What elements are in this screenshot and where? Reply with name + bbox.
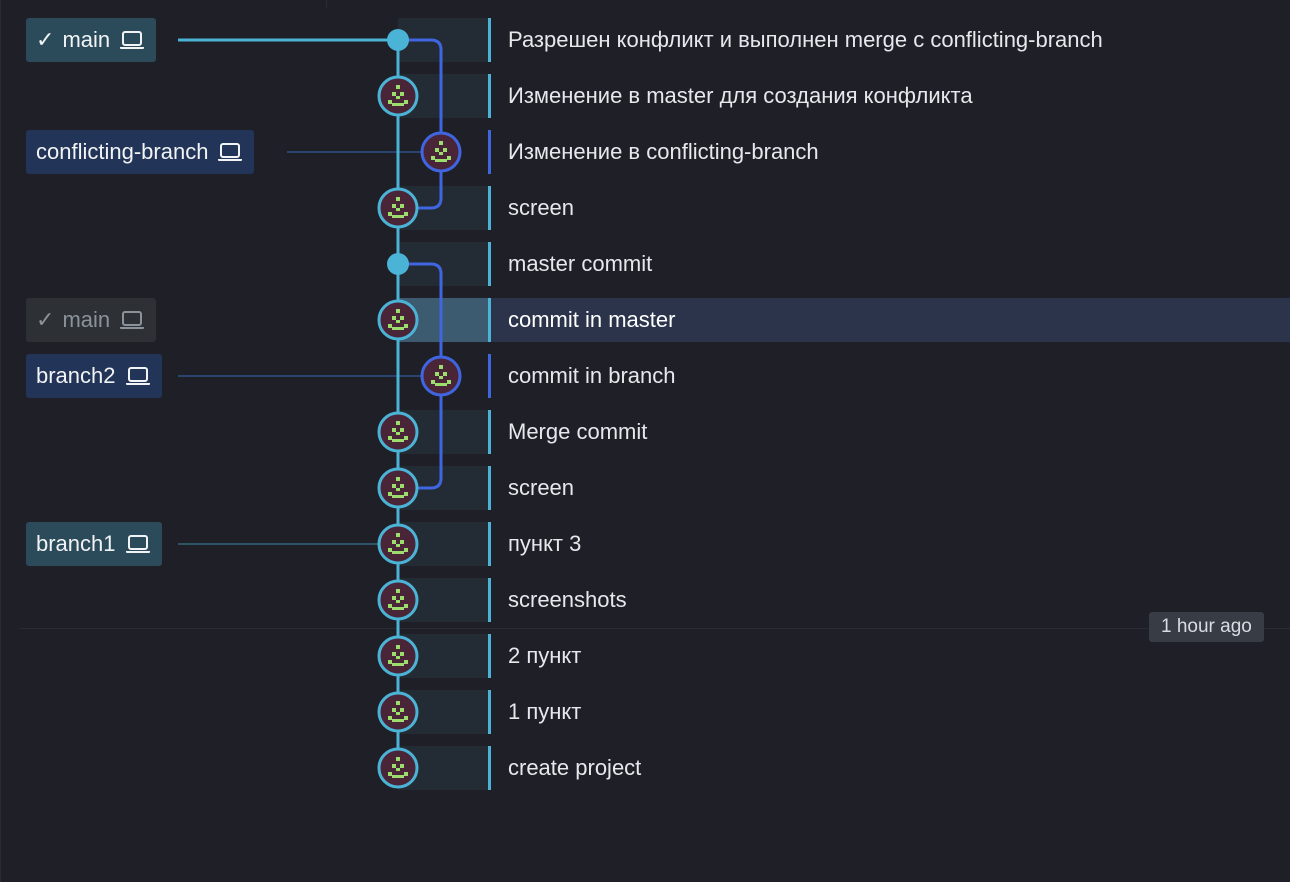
- lane-edge: [488, 522, 491, 566]
- ref-label: main: [62, 27, 111, 52]
- branch-lane: [398, 38, 443, 210]
- avatar-icon: [377, 75, 419, 117]
- lane-edge: [488, 186, 491, 230]
- merge-node: [387, 29, 409, 51]
- commit-row[interactable]: commit in branch: [0, 352, 1290, 408]
- lane-edge: [488, 130, 491, 174]
- laptop-icon: [120, 311, 145, 329]
- commit-row[interactable]: create project: [0, 744, 1290, 800]
- avatar-icon: [377, 691, 419, 733]
- lane-edge: [488, 298, 491, 342]
- commit-row[interactable]: master commit: [0, 240, 1290, 296]
- lane-edge: [488, 634, 491, 678]
- column-divider-left: [0, 0, 1, 882]
- commit-row[interactable]: Разрешен конфликт и выполнен merge с con…: [0, 16, 1290, 72]
- ref-label: conflicting-branch: [36, 139, 209, 164]
- commit-row[interactable]: Изменение в conflicting-branch: [0, 128, 1290, 184]
- commit-message: screen: [508, 195, 575, 220]
- column-divider-top: [326, 0, 327, 8]
- commit-message: screen: [508, 475, 575, 500]
- avatar-icon: [377, 187, 419, 229]
- lane-edge: [488, 410, 491, 454]
- avatar-icon: [377, 411, 419, 453]
- lane-edge: [488, 690, 491, 734]
- commit-message: commit in master: [508, 307, 676, 332]
- commit-message: пункт 3: [508, 531, 582, 556]
- commit-message: Изменение в conflicting-branch: [508, 139, 819, 164]
- avatar-icon: [377, 579, 419, 621]
- lane-edge: [488, 746, 491, 790]
- lane-edge: [488, 578, 491, 622]
- ref-label: main: [62, 307, 111, 332]
- commit-message: Изменение в master для создания конфликт…: [508, 83, 973, 108]
- lane-edge: [488, 354, 491, 398]
- ref-label: branch2: [36, 363, 116, 388]
- avatar-icon: [377, 635, 419, 677]
- merge-node: [387, 253, 409, 275]
- laptop-icon: [125, 535, 150, 553]
- ref-main-checked-out[interactable]: ✓ main: [26, 18, 157, 62]
- commit-row[interactable]: Изменение в master для создания конфликт…: [0, 72, 1290, 128]
- lane-edge: [488, 466, 491, 510]
- avatar-icon: [377, 747, 419, 789]
- avatar-icon: [420, 131, 462, 173]
- commit-message: Разрешен конфликт и выполнен merge с con…: [508, 27, 1103, 52]
- ref-conflicting-branch[interactable]: conflicting-branch: [26, 130, 255, 174]
- avatar-icon: [377, 523, 419, 565]
- time-divider-badge: 1 hour ago: [1149, 612, 1264, 642]
- time-divider-line: [20, 628, 1290, 629]
- laptop-icon: [125, 367, 150, 385]
- ref-branch1[interactable]: branch1: [26, 522, 162, 566]
- laptop-icon: [218, 143, 243, 161]
- avatar-icon: [420, 355, 462, 397]
- laptop-icon: [120, 31, 145, 49]
- commit-message: 2 пункт: [508, 643, 582, 668]
- commit-message: commit in branch: [508, 363, 676, 388]
- commit-message: create project: [508, 755, 642, 780]
- commit-message: master commit: [508, 251, 653, 276]
- lane-edge: [488, 242, 491, 286]
- commit-message: screenshots: [508, 587, 627, 612]
- commit-message: 1 пункт: [508, 699, 582, 724]
- avatar-icon: [377, 467, 419, 509]
- avatar-icon: [377, 299, 419, 341]
- selection-highlight: [491, 298, 1290, 342]
- ref-label: branch1: [36, 531, 116, 556]
- commit-message: Merge commit: [508, 419, 648, 444]
- ref-main-previous[interactable]: ✓ main: [26, 298, 157, 342]
- ref-branch2[interactable]: branch2: [26, 354, 162, 398]
- lane-edge: [488, 74, 491, 118]
- check-icon: ✓: [36, 27, 55, 52]
- lane-edge: [488, 18, 491, 62]
- check-icon: ✓: [36, 307, 55, 332]
